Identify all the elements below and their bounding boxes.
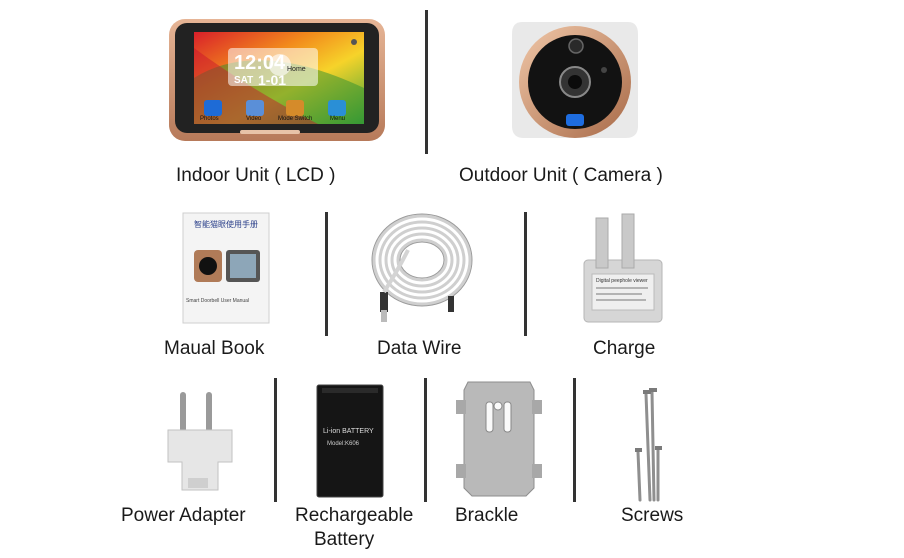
- bracket-image: [456, 381, 542, 497]
- charger-label: Digital peephole viewer: [596, 278, 648, 284]
- caption-battery-line1: Rechargeable: [295, 505, 414, 526]
- lcd-time: 12:04: [234, 52, 286, 74]
- charger-image: [583, 213, 663, 323]
- indoor-unit-image: [169, 19, 385, 141]
- caption-power-adapter: Power Adapter: [121, 505, 246, 526]
- lcd-home: Home: [287, 66, 306, 73]
- divider-top: [425, 10, 428, 154]
- lcd-date: 1-01: [258, 72, 287, 88]
- screws-image: [635, 388, 662, 502]
- lcd-app-video: Video: [246, 116, 262, 122]
- divider-bot-3: [573, 378, 576, 502]
- caption-data-wire: Data Wire: [377, 338, 462, 359]
- divider-mid-2: [524, 212, 527, 336]
- outdoor-camera-image: [512, 22, 638, 138]
- lcd-app-photos: Photos: [200, 116, 219, 122]
- lcd-app-mode-switch: Mode Switch: [278, 116, 313, 122]
- manual-subtitle: Smart Doorbell User Manual: [186, 298, 250, 304]
- caption-screws: Screws: [621, 505, 684, 526]
- manual-title: 智能猫眼使用手册: [194, 220, 258, 229]
- battery-image: [316, 384, 384, 498]
- battery-model: Model:K606: [327, 441, 360, 447]
- power-adapter-image: [167, 392, 233, 491]
- data-wire-image: [371, 213, 473, 322]
- manual-book-image: [182, 212, 270, 324]
- battery-label: Li-ion BATTERY: [323, 428, 374, 435]
- caption-charge: Charge: [593, 338, 656, 359]
- lcd-app-menu: Menu: [330, 116, 346, 122]
- lcd-day: SAT: [234, 75, 254, 86]
- caption-battery-line2: Battery: [314, 529, 375, 550]
- caption-indoor-unit: Indoor Unit ( LCD ): [176, 165, 336, 186]
- divider-bot-1: [274, 378, 277, 502]
- divider-bot-2: [424, 378, 427, 502]
- caption-bracket: Brackle: [455, 505, 519, 526]
- caption-outdoor-unit: Outdoor Unit ( Camera ): [459, 165, 663, 186]
- caption-manual-book: Maual Book: [164, 338, 265, 359]
- divider-mid-1: [325, 212, 328, 336]
